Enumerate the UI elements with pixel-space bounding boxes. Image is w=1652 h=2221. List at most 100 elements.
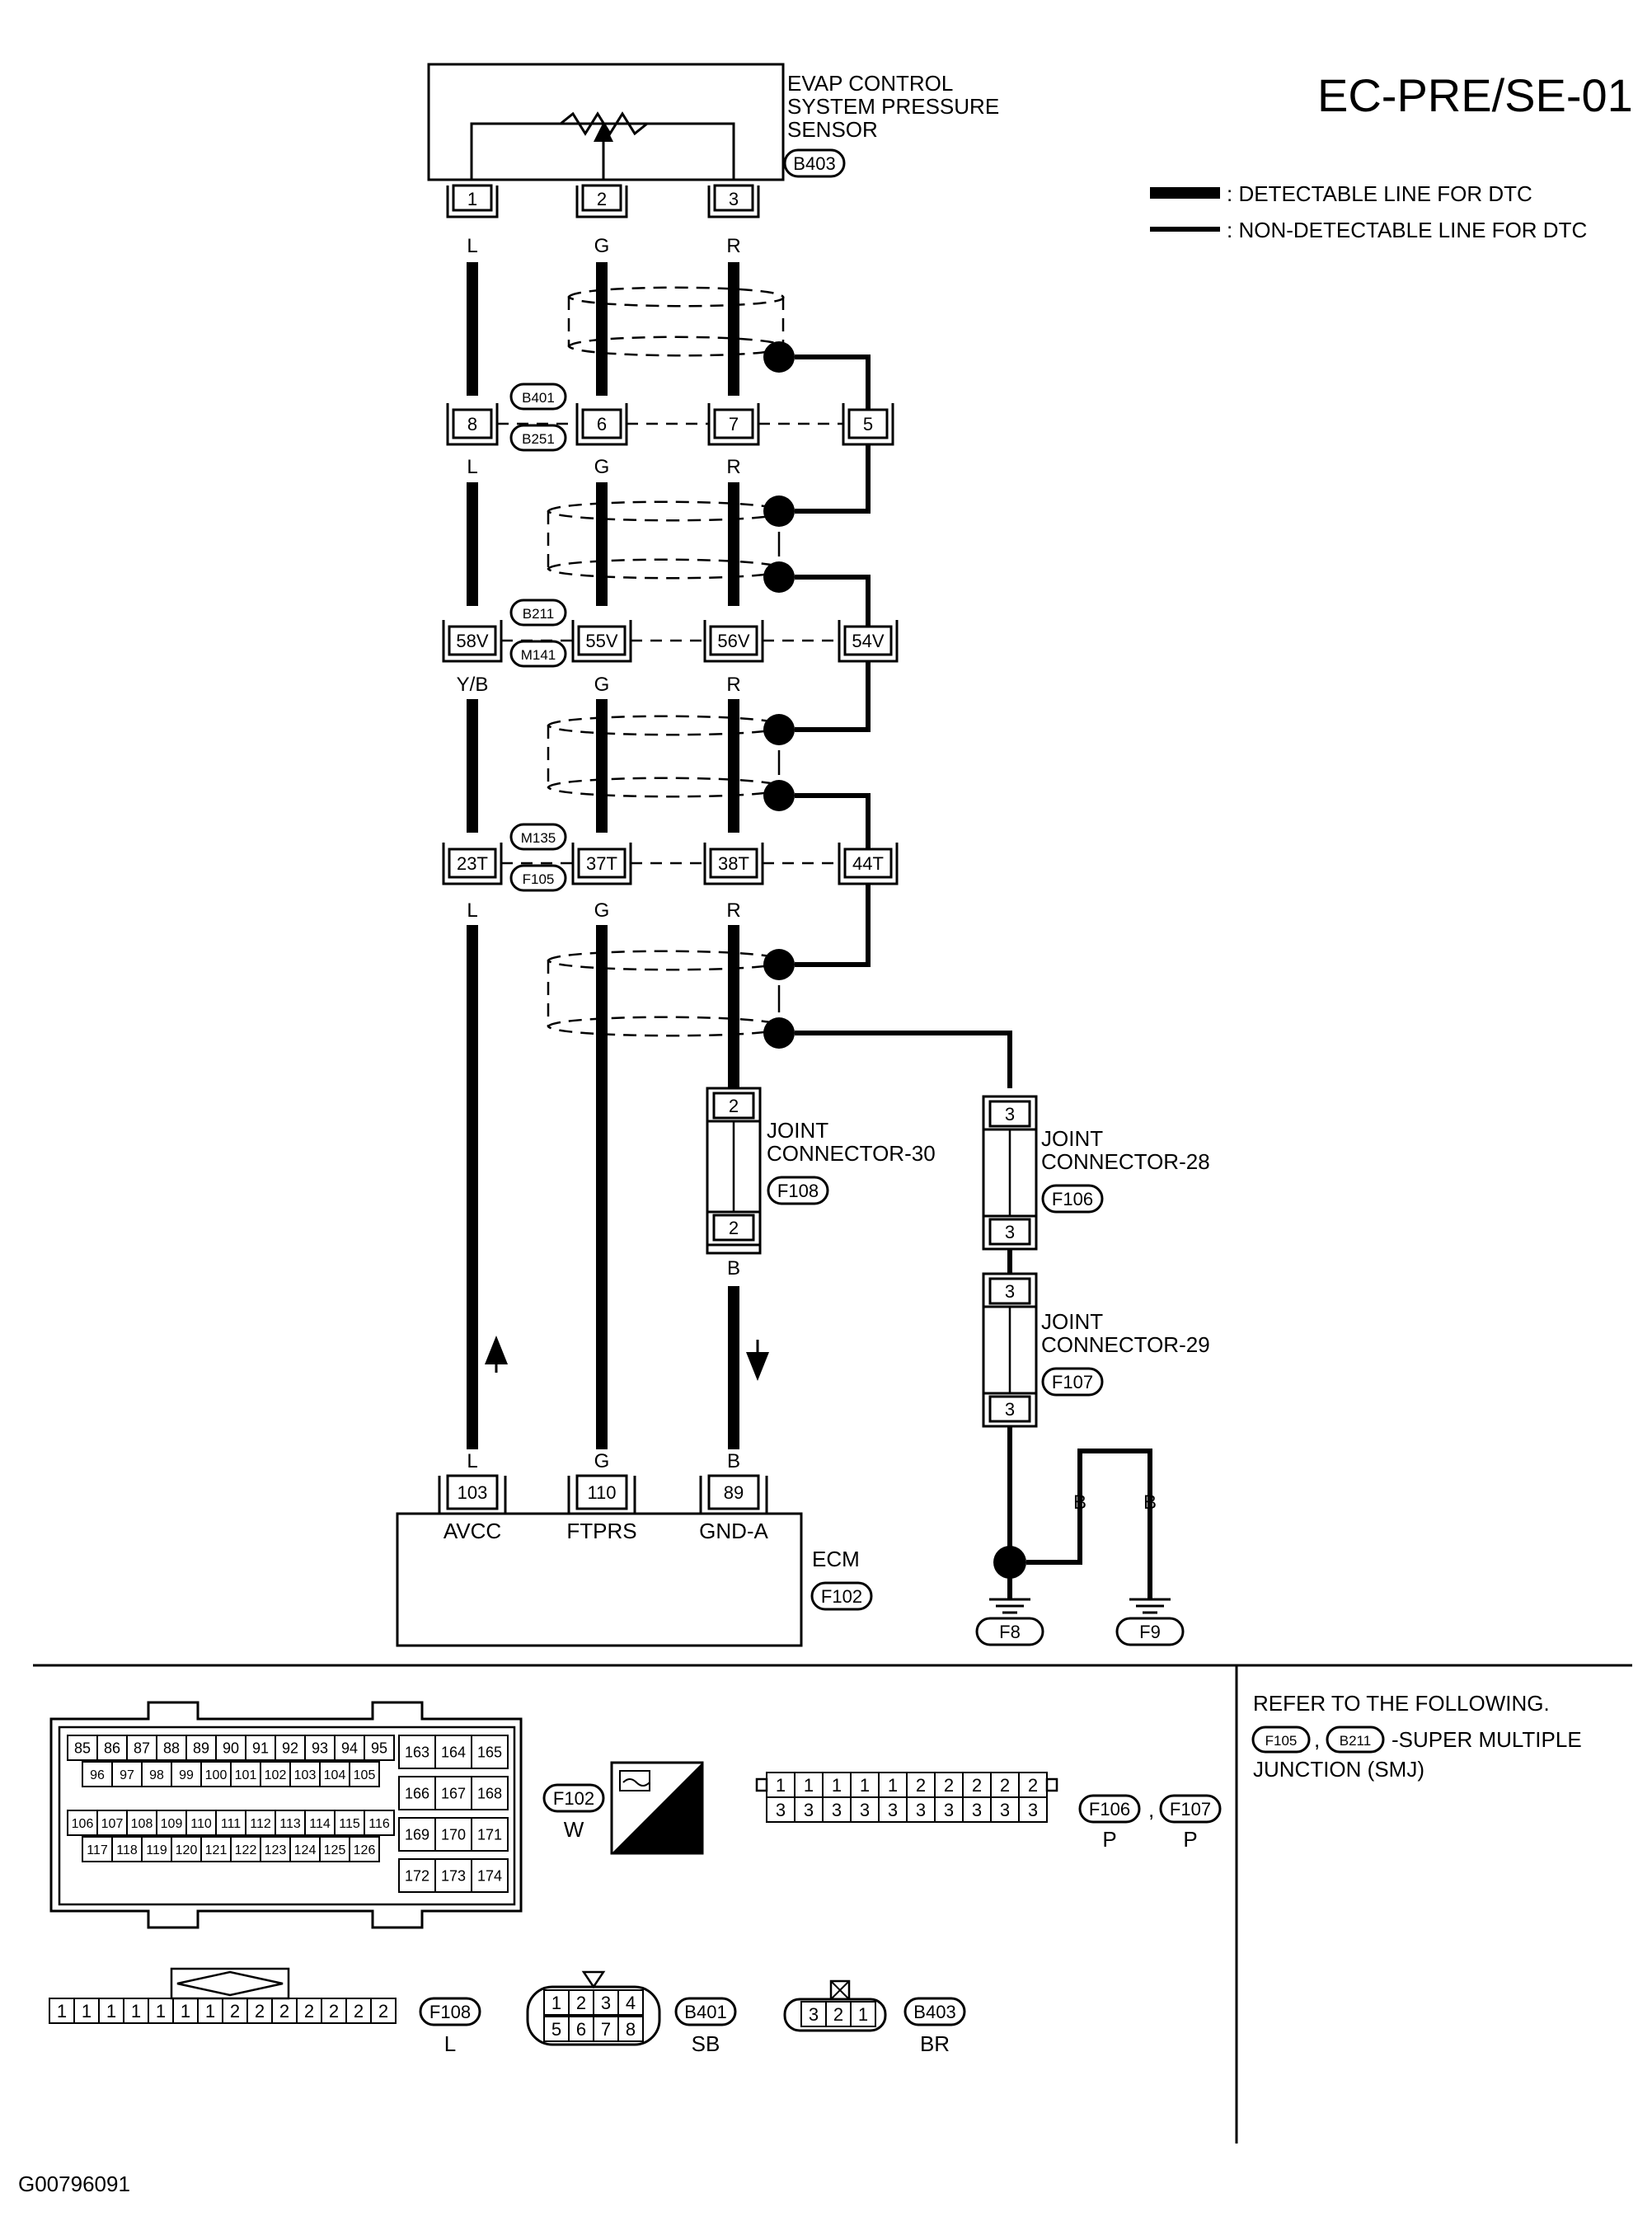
junction-3-pin-3: 38T	[718, 853, 749, 874]
legend-non-detectable: : NON-DETECTABLE LINE FOR DTC	[1227, 218, 1587, 242]
page-code: EC-PRE/SE-01	[1317, 69, 1633, 121]
ecm-view-pin-cell	[349, 1836, 380, 1862]
junction-b211-m141: B211 M141 58V 55V 56V 54V	[442, 599, 899, 668]
jc28-conn: F106	[1052, 1189, 1093, 1209]
ground-wire-color-2: B	[1143, 1491, 1157, 1514]
ecm-view-pin: 112	[250, 1817, 271, 1831]
ecm-view-pin-cell	[471, 1817, 509, 1852]
f108-view-pin: 2	[329, 2001, 339, 2021]
f108-view-pin: 2	[378, 2001, 388, 2021]
jc30-pin-bottom: 2	[729, 1218, 739, 1238]
notes-line3: JUNCTION (SMJ)	[1253, 1757, 1424, 1782]
junction-1-bottom-conn: B251	[522, 431, 555, 447]
ecm-view-pin: 165	[477, 1744, 502, 1760]
ecm-view-pin: 118	[116, 1843, 138, 1857]
ecm-conn: F102	[821, 1586, 862, 1607]
f108-view-pin: 1	[106, 2001, 116, 2021]
ecm-pin-110: 110	[587, 1482, 616, 1503]
b401-view-pin: 1	[551, 1993, 561, 2013]
joint-view-pin: 1	[888, 1775, 898, 1796]
ecm-view-pin-cell	[471, 1858, 509, 1893]
f102-view-color: W	[564, 1817, 584, 1842]
w2-color-1: G	[594, 235, 610, 257]
ecm-view-pin: 124	[294, 1843, 317, 1857]
f106-view-color: P	[1102, 1827, 1116, 1852]
joint-view-comma: ,	[1148, 1797, 1154, 1822]
ecm-view-pin: 92	[282, 1740, 298, 1756]
b401-view-pin-cell	[617, 1989, 644, 2016]
jc28-label-2: CONNECTOR-28	[1041, 1149, 1210, 1174]
ecm-view-pin: 108	[131, 1817, 153, 1831]
junction-1-pin-4: 5	[863, 414, 873, 434]
ecm-view-pin: 119	[146, 1843, 167, 1857]
ecm-view-pin: 93	[312, 1740, 328, 1756]
ecm-view-pin: 95	[371, 1740, 387, 1756]
joint-view-pin: 1	[804, 1775, 814, 1796]
jc29-conn: F107	[1052, 1372, 1093, 1392]
jc29-pin-bottom: 3	[1005, 1399, 1015, 1420]
f108-view-pin: 1	[181, 2001, 190, 2021]
sensor-pin-2: 2	[597, 189, 607, 209]
ecm-view-pin-cell	[364, 1810, 395, 1836]
junction-1-pin-2: 6	[597, 414, 607, 434]
notes-line1: REFER TO THE FOLLOWING.	[1253, 1691, 1550, 1716]
jc30-label-2: CONNECTOR-30	[767, 1141, 936, 1166]
ecm-view-pin: 94	[341, 1740, 358, 1756]
pressure-sensor: EVAP CONTROL SYSTEM PRESSURE SENSOR B403	[427, 63, 999, 181]
ground-wire-color-1: B	[1073, 1491, 1086, 1514]
jc30-label-1: JOINT	[767, 1118, 828, 1143]
ecm-view-pin: 116	[368, 1817, 390, 1831]
f108-view-pin: 1	[205, 2001, 215, 2021]
f108-view-pin: 2	[279, 2001, 289, 2021]
joint-view-pin: 3	[944, 1800, 954, 1820]
ecm-label-ftprs: FTPRS	[566, 1519, 636, 1543]
f108-view-pin: 1	[156, 2001, 166, 2021]
junction-b401-b251: B401 B251 8 6 7 5	[446, 383, 894, 452]
sensor-connector: B403	[793, 153, 835, 174]
w2-color-5: G	[594, 1450, 610, 1472]
shield-segments	[547, 286, 1012, 1088]
ecm-view-pin: 125	[324, 1843, 346, 1857]
ecm-block: 103 110 89 AVCC FTPRS GND-A ECM F102	[396, 1474, 873, 1647]
ecm-pin-89: 89	[724, 1482, 744, 1503]
sensor-pins: 1 2 3	[446, 184, 760, 218]
b403-view-pin-cell	[850, 2001, 876, 2027]
ecm-view-pin: 173	[441, 1867, 466, 1884]
arrow-down-icon	[746, 1352, 769, 1381]
harness-side-icon: H.S.	[610, 1761, 704, 1855]
jc29-pin-top: 3	[1005, 1281, 1015, 1302]
junction-2-bottom-conn: M141	[521, 647, 556, 663]
f107-view-name: F107	[1170, 1799, 1211, 1820]
jc29-label-1: JOINT	[1041, 1309, 1103, 1334]
ecm-view-pin: 102	[265, 1768, 287, 1782]
ecm-pin-103: 103	[458, 1482, 488, 1503]
f108-view-pin: 2	[354, 2001, 364, 2021]
w2-color-2: G	[594, 456, 610, 478]
junction-1-pin-1: 8	[467, 414, 477, 434]
ecm-view-pin: 100	[205, 1768, 228, 1782]
ecm-view-pin: 110	[190, 1817, 212, 1831]
w1-color-4: L	[467, 899, 477, 922]
b401-view-color: SB	[692, 2031, 720, 2056]
ecm-view-pin: 163	[405, 1744, 429, 1760]
f108-view-name: F108	[429, 2002, 471, 2022]
joint-view-pin: 3	[1028, 1800, 1038, 1820]
jc28-pin-top: 3	[1005, 1104, 1015, 1125]
ecm-view-pin: 104	[324, 1768, 346, 1782]
b401-view-pin: 3	[601, 1993, 611, 2013]
ecm-view-pin-cell	[471, 1776, 509, 1810]
b401-view-pin: 7	[601, 2019, 611, 2040]
ecm-view-pin: 113	[279, 1817, 301, 1831]
junction-3-top-conn: M135	[521, 830, 556, 846]
notes-conn2: B211	[1340, 1733, 1371, 1749]
b401-view-pin: 5	[551, 2019, 561, 2040]
ecm-view-pin-cell	[364, 1735, 395, 1761]
ecm-view-pin-cell	[349, 1761, 380, 1787]
jc30-pin-top: 2	[729, 1096, 739, 1116]
ecm-name: ECM	[812, 1547, 860, 1571]
